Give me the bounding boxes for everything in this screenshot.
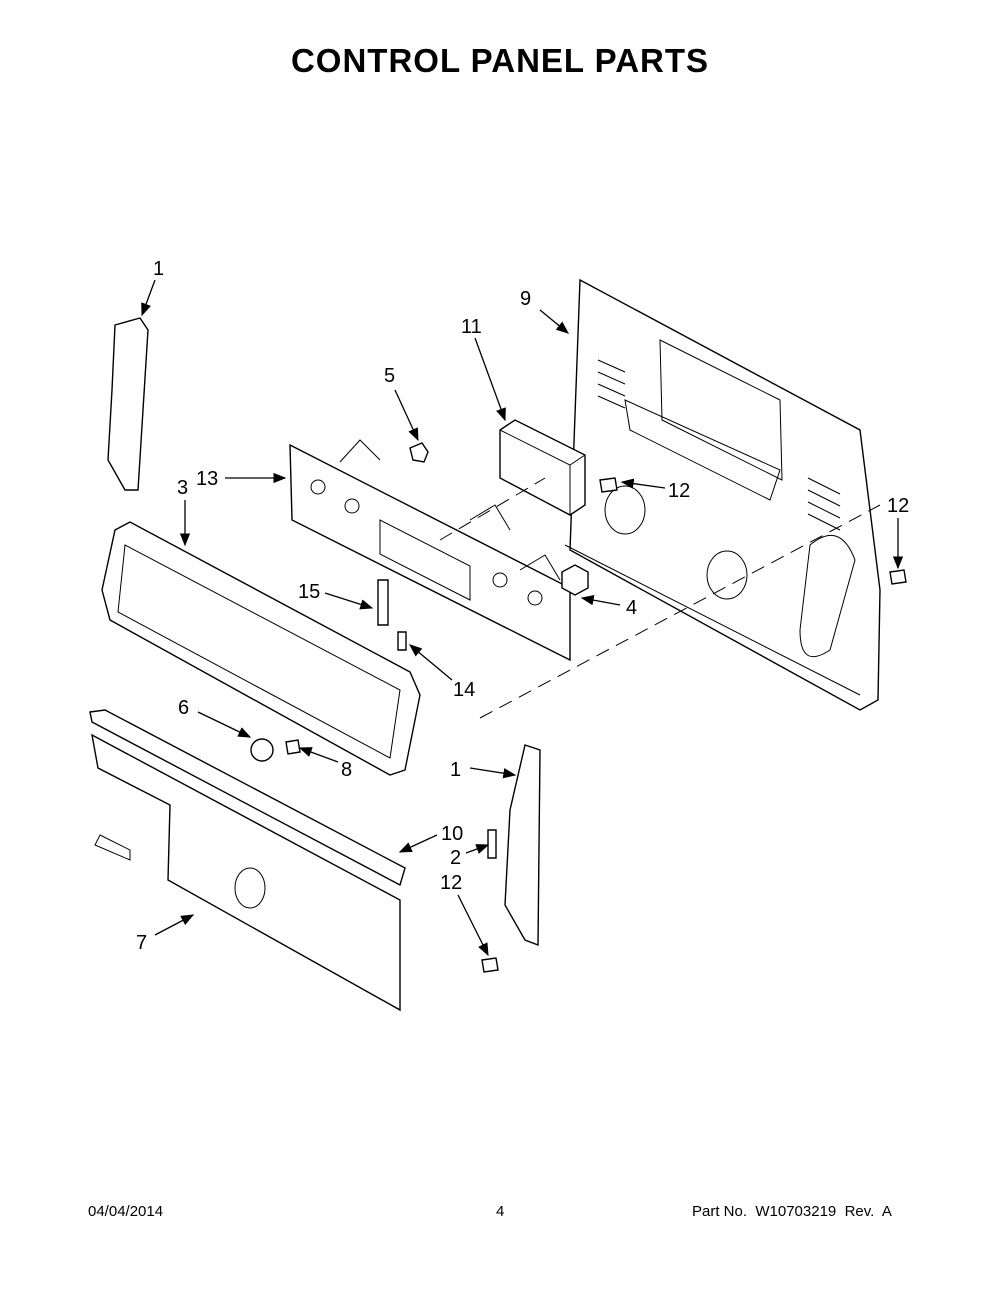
callout-5: 5 — [384, 365, 395, 387]
footer-date: 04/04/2014 — [88, 1203, 164, 1220]
callout-arrows — [141, 279, 904, 957]
screw-part-8 — [285, 739, 301, 755]
alignment-line — [439, 477, 546, 541]
callout-13: 13 — [196, 468, 218, 490]
screw-part-12-a — [599, 477, 618, 493]
callout-11: 11 — [461, 316, 482, 338]
knob-part-6 — [250, 738, 274, 762]
callout-8: 8 — [341, 759, 352, 781]
bracket-part-10 — [89, 709, 406, 887]
callout-7: 7 — [136, 932, 147, 954]
callout-1: 1 — [153, 258, 164, 280]
console-part-13 — [289, 439, 571, 662]
footer-part-number: Part No. W10703219 Rev. A — [692, 1203, 892, 1220]
side-bracket-part-1-right — [504, 744, 541, 947]
alignment-line — [479, 504, 881, 719]
trim-part-3 — [101, 521, 421, 776]
callout-2: 2 — [450, 847, 461, 869]
footer-page-number: 4 — [496, 1203, 505, 1220]
callout-12: 12 — [440, 872, 462, 894]
relay-part-4 — [561, 564, 589, 596]
callout-14: 14 — [453, 679, 475, 701]
callout-15: 15 — [298, 581, 320, 603]
rear-panel-part-9 — [564, 278, 881, 711]
callout-6: 6 — [178, 697, 189, 719]
clip-part-5 — [409, 442, 429, 463]
clip-part-2 — [487, 829, 497, 859]
screw-part-14 — [397, 631, 407, 651]
side-bracket-part-1-left — [107, 317, 149, 491]
callout-10: 10 — [441, 823, 463, 845]
callout-3: 3 — [177, 477, 188, 499]
callout-12: 12 — [668, 480, 690, 502]
panel-part-7 — [91, 733, 401, 1012]
sensor-part-15 — [377, 579, 389, 626]
control-board-part-11 — [499, 419, 586, 516]
page-title: CONTROL PANEL PARTS — [290, 42, 710, 79]
callout-12: 12 — [887, 495, 909, 517]
callout-1: 1 — [450, 759, 461, 781]
screw-part-12-c — [481, 957, 499, 973]
callout-9: 9 — [520, 288, 531, 310]
callout-4: 4 — [626, 597, 637, 619]
screw-part-12-b — [889, 569, 907, 585]
